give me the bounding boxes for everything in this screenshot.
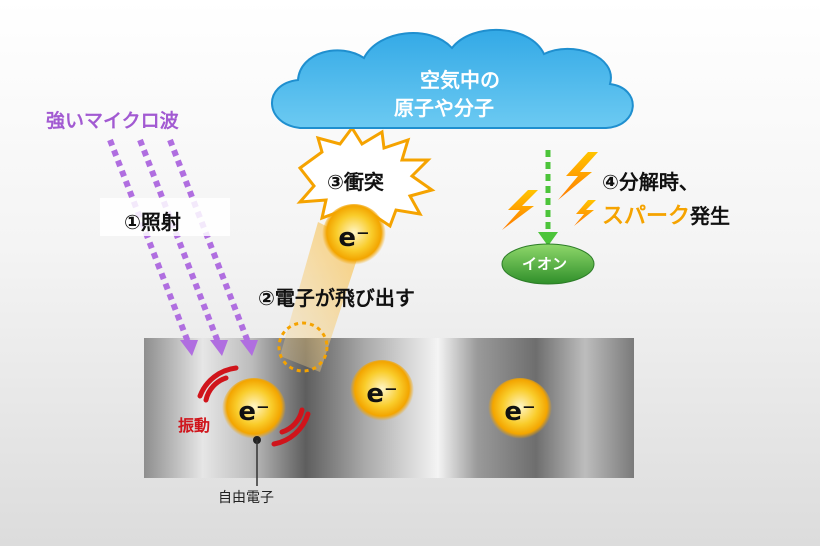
vibration-arcs [197, 365, 311, 447]
step3-collision-label: ③衝突 [327, 170, 384, 194]
step1-label-backing [100, 198, 230, 236]
spark-suffix: 発生 [690, 204, 731, 228]
lightning-bolt-icon [558, 152, 598, 200]
microwave-arrowheads [180, 340, 258, 356]
electron-ejected [322, 204, 386, 268]
cloud [271, 29, 634, 129]
electron-origin-ring [277, 321, 329, 373]
electron-metal-2 [350, 360, 414, 424]
vibration-label: 振動 [178, 416, 211, 435]
electron-metal-3 [488, 378, 552, 442]
free-electron-label: 自由電子 [218, 490, 274, 506]
electron-free [222, 378, 286, 442]
microwave-label: 強いマイクロ波 [46, 110, 179, 132]
cloud-label-line1: 空気中の [420, 68, 500, 92]
decomposition-arrowhead [538, 232, 558, 246]
electron-symbol: e⁻ [338, 223, 369, 253]
microwave-arrows [107, 138, 251, 344]
electron-symbol: e⁻ [238, 397, 269, 427]
cloud-label-line2: 原子や分子 [394, 96, 494, 120]
electron-symbol: e⁻ [366, 379, 397, 409]
step4-decomposition-label: ④分解時、 [602, 170, 699, 194]
step1-irradiation-label: ①照射 [124, 210, 181, 234]
spark-line: スパーク発生 [602, 198, 730, 230]
ion-label: イオン [522, 255, 568, 273]
lightning-bolt-icon [502, 190, 538, 230]
spark-word: スパーク [602, 204, 691, 229]
step2-electron-ejection-label: ②電子が飛び出す [258, 286, 415, 310]
lightning-bolt-icon [574, 200, 596, 226]
electron-symbol: e⁻ [504, 397, 535, 427]
ion-badge [501, 243, 595, 285]
